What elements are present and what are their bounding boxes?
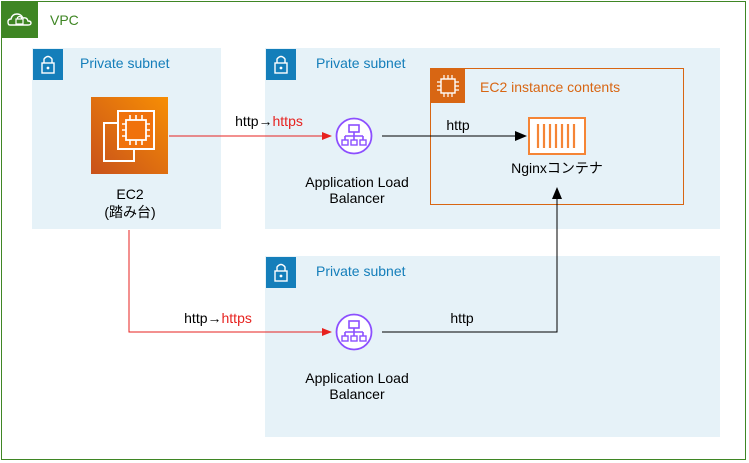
ec2-role-label: (踏み台) [104,204,156,220]
edge-label-redirect-top: http→https [235,113,303,129]
ec2-chip-icon [437,75,459,97]
subnet-label: Private subnet [80,55,170,71]
alb-label-line1: Application Load [305,174,409,190]
edge-label-redirect-bottom: http→https [184,310,252,326]
subnet-badge [33,49,63,80]
edge-bottom-alb-to-container [382,187,562,333]
alb-label-line2: Balancer [329,190,385,206]
edge-label-http-bottom: http [450,310,474,326]
private-subnet-bottom [265,256,720,437]
lock-icon [41,55,55,74]
edge-bastion-to-bottom-alb [128,230,332,336]
alb-label-line1: Application Load [305,370,409,386]
ec2-name-label: EC2 [116,186,144,202]
nginx-container-node[interactable] [528,116,586,156]
alb-icon [335,313,373,351]
container-icon [528,117,586,155]
vpc-label: VPC [50,12,79,28]
lock-icon [274,55,288,74]
ec2-instance-icon [103,110,155,162]
nginx-container-label: Nginxコンテナ [511,160,603,176]
subnet-badge [266,49,296,80]
ec2-group-badge [431,69,465,103]
subnet-badge [266,257,296,288]
vpc-cloud-lock-icon [7,13,32,26]
vpc-badge [1,1,38,38]
lock-icon [274,263,288,282]
ec2-group-label: EC2 instance contents [480,79,621,95]
alb-label-line2: Balancer [329,386,385,402]
subnet-label: Private subnet [316,55,406,71]
alb-node-top[interactable] [334,116,374,156]
alb-node-bottom[interactable] [334,312,374,352]
alb-icon [335,117,373,155]
subnet-label: Private subnet [316,263,406,279]
ec2-bastion-node[interactable] [91,97,168,174]
edge-label-http-top: http [446,117,470,133]
